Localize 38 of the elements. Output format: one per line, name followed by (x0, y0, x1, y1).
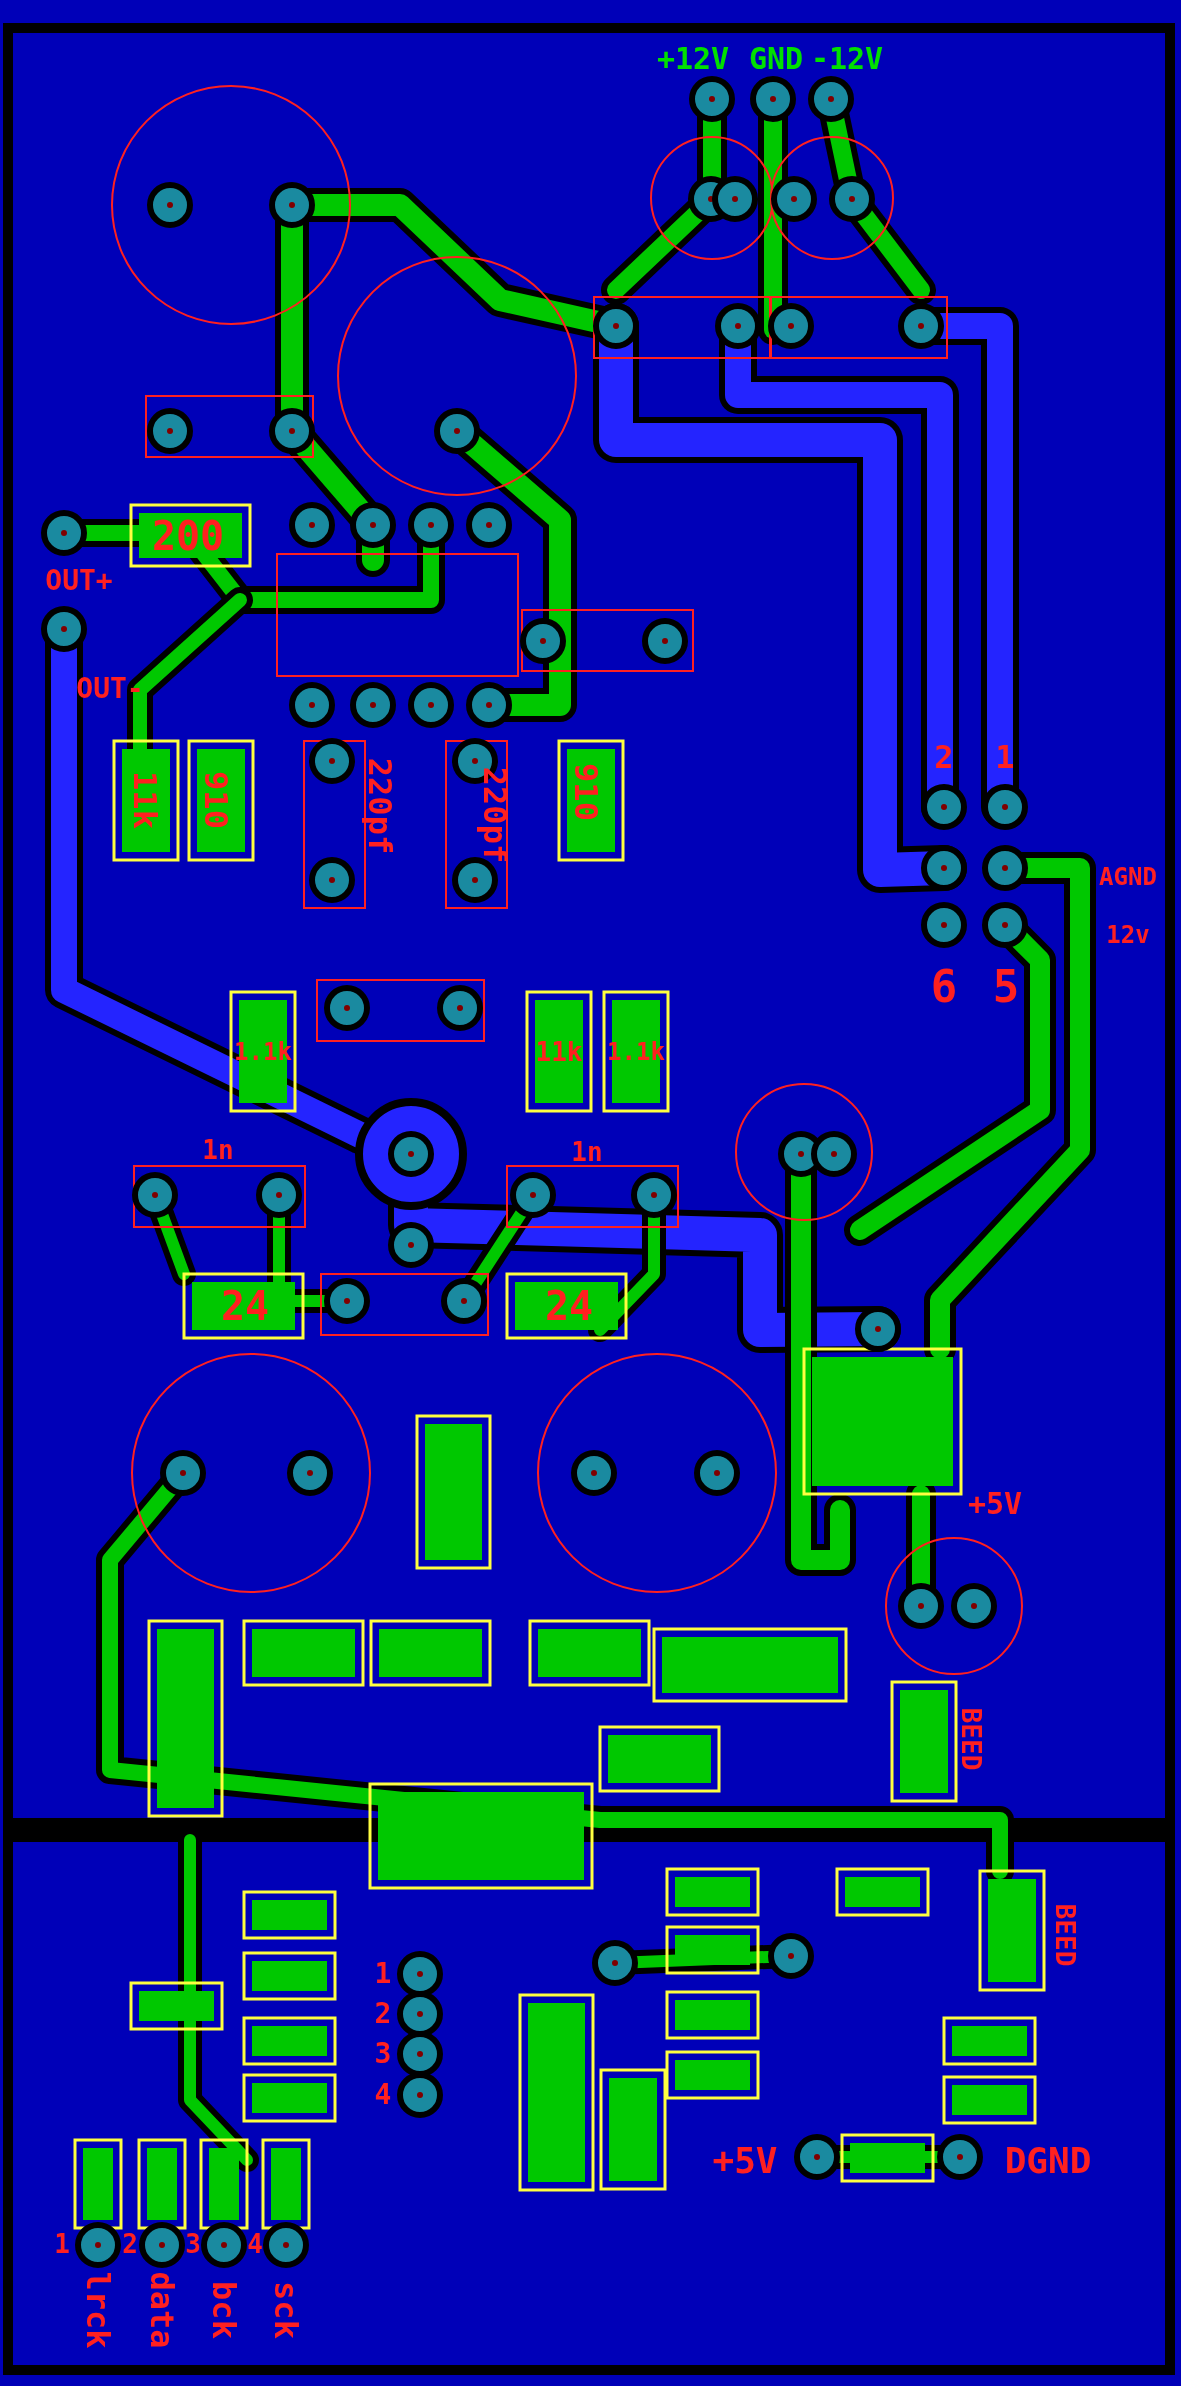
pin-number: 1 (54, 2231, 70, 2257)
pin-number: 2 (934, 741, 954, 773)
net-label: OUT+ (45, 567, 113, 595)
signal-label: lrck (82, 2271, 114, 2349)
net-label: 12v (1106, 923, 1150, 947)
component-value: 11k (535, 1039, 583, 1065)
pin-number: 1 (995, 741, 1015, 773)
pin-number: 3 (185, 2231, 201, 2257)
net-label: DGND (1004, 2143, 1092, 2179)
net-label: +12V (656, 44, 730, 74)
pin-number: 2 (374, 2000, 392, 2028)
component-value: 24 (544, 1286, 594, 1326)
signal-label: data (146, 2271, 178, 2349)
net-label: +5V (967, 1489, 1023, 1519)
component-value: BEED (1052, 1903, 1078, 1967)
component-value: 910 (570, 763, 602, 821)
pin-number: 2 (122, 2231, 138, 2257)
component-value: 200 (151, 516, 225, 556)
component-value: 1n (202, 1137, 234, 1163)
component-value: 220pf (364, 757, 396, 855)
component-value: 220pf (479, 766, 511, 864)
net-label: -12V (810, 44, 884, 74)
component-value: 1n (571, 1139, 603, 1165)
component-value: 24 (220, 1286, 270, 1326)
component-value: BEED (958, 1707, 984, 1771)
pin-number: 5 (992, 965, 1020, 1009)
net-label: AGND (1099, 865, 1157, 889)
pin-number: 6 (930, 965, 958, 1009)
net-label: GND (748, 44, 804, 74)
component-value: 11k (129, 771, 161, 829)
pin-number: 3 (374, 2040, 392, 2068)
component-value: 910 (200, 771, 232, 829)
net-label: +5V (712, 2143, 778, 2179)
pin-number: 4 (374, 2081, 392, 2109)
signal-label: sck (270, 2281, 302, 2339)
pin-number: 4 (247, 2231, 263, 2257)
signal-label: bck (208, 2281, 240, 2339)
pin-number: 1 (374, 1960, 392, 1988)
